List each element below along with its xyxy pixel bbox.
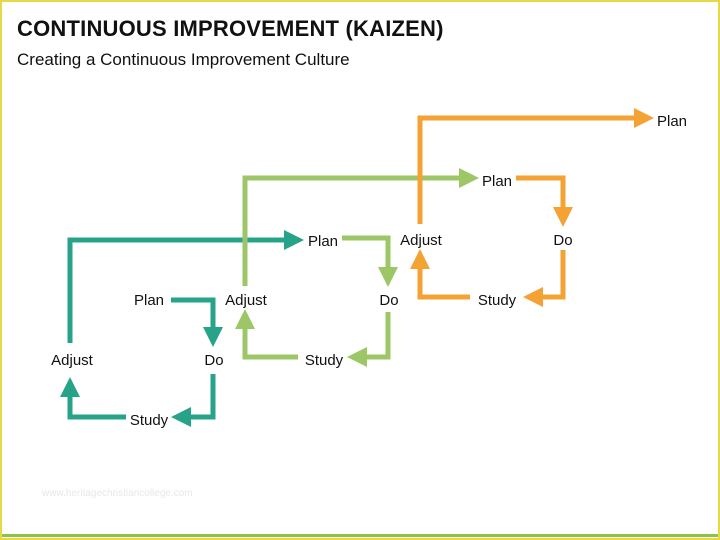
cycle-teal bbox=[60, 230, 304, 427]
label-adjust-green: Adjust bbox=[225, 292, 268, 309]
cycle-light-green bbox=[235, 168, 479, 367]
label-plan-final: Plan bbox=[657, 113, 687, 130]
arrow-adjust-to-next-plan-orange bbox=[417, 108, 654, 224]
arrow-plan-to-do-orange bbox=[516, 175, 573, 227]
label-do-orange: Do bbox=[553, 232, 572, 249]
label-plan-teal: Plan bbox=[134, 292, 164, 309]
page-subtitle: Creating a Continuous Improvement Cultur… bbox=[17, 50, 350, 69]
label-do-teal: Do bbox=[204, 352, 223, 369]
arrow-study-to-adjust-orange bbox=[410, 249, 470, 300]
label-study-green: Study bbox=[305, 352, 344, 369]
page-title: CONTINUOUS IMPROVEMENT (KAIZEN) bbox=[17, 16, 444, 41]
arrow-study-to-adjust-green bbox=[235, 309, 298, 360]
cycle-orange bbox=[410, 108, 654, 307]
label-study-orange: Study bbox=[478, 292, 517, 309]
label-do-green: Do bbox=[379, 292, 398, 309]
arrow-plan-to-do-teal bbox=[171, 297, 223, 347]
arrow-adjust-to-next-plan-green bbox=[242, 168, 479, 286]
label-plan-orange: Plan bbox=[482, 173, 512, 190]
label-plan-green: Plan bbox=[308, 233, 338, 250]
arrow-study-to-adjust-teal bbox=[60, 377, 126, 420]
bottom-accent-line bbox=[2, 534, 718, 537]
label-adjust-orange: Adjust bbox=[400, 232, 443, 249]
arrow-plan-to-do-green bbox=[342, 235, 398, 287]
arrow-adjust-to-next-plan-teal bbox=[67, 230, 304, 343]
arrow-do-to-study-green bbox=[347, 312, 391, 367]
arrow-do-to-study-orange bbox=[523, 250, 566, 307]
arrow-do-to-study-teal bbox=[171, 374, 216, 427]
watermark: www.heritagechristiancollege.com bbox=[42, 488, 193, 499]
label-study-teal: Study bbox=[130, 412, 169, 429]
label-adjust-teal: Adjust bbox=[51, 352, 94, 369]
